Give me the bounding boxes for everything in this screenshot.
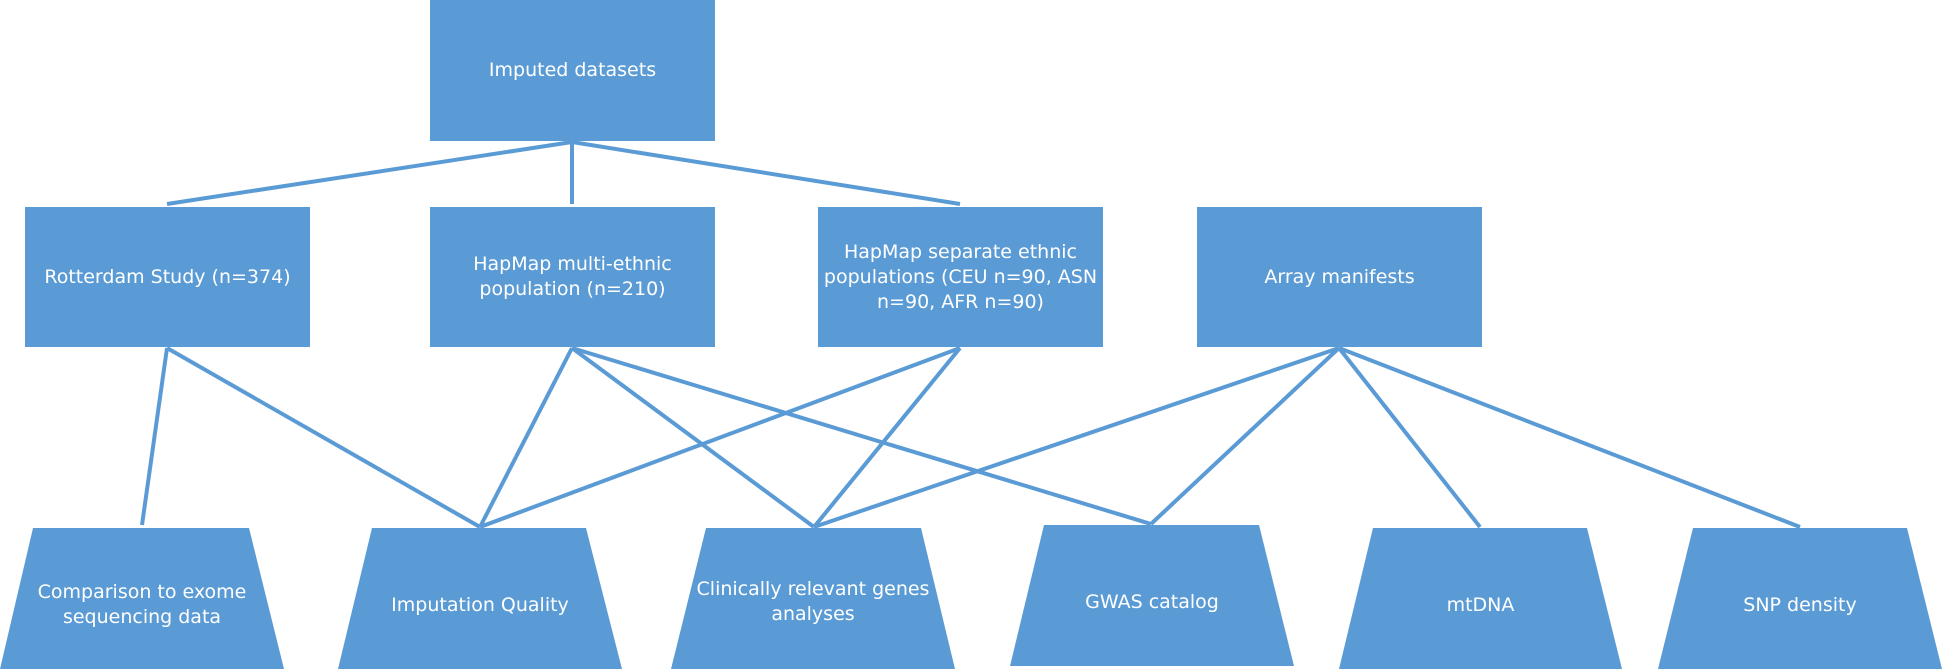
snp-density-shape <box>1658 528 1942 669</box>
edge-rotterdam-to-exome <box>140 347 169 526</box>
edge-hapmap-separate-to-imputation-quality <box>479 346 961 529</box>
imputed-datasets-label: Imputed datasets <box>488 59 657 81</box>
edge-rotterdam-to-imputation-quality <box>166 346 481 529</box>
edge-hapmap-multi-to-gwas-catalog <box>571 346 1152 526</box>
imputation-quality-label: Imputation Quality <box>391 593 569 616</box>
edge-imputed-to-hapmap-separate <box>571 140 961 206</box>
edge-array-manifests-to-clinical-genes <box>813 346 1340 529</box>
array-manifests-label: Array manifests <box>1264 265 1415 288</box>
exome-comparison-label: Comparison to exome sequencing data <box>37 581 247 628</box>
hapmap-separate-ethnic-box <box>818 207 1103 347</box>
connector-lines <box>140 140 1801 529</box>
imputation-quality-shape <box>338 528 622 669</box>
edge-hapmap-separate-to-clinical-genes <box>812 346 962 529</box>
edge-array-manifests-to-snp-density <box>1338 346 1801 529</box>
rotterdam-study-box <box>25 207 310 347</box>
array-manifests-box <box>1197 207 1482 347</box>
hapmap-multi-ethnic-box <box>430 207 715 347</box>
hapmap-multi-ethnic-label: HapMap multi-ethnic population (n=210) <box>473 253 672 300</box>
edge-hapmap-multi-to-imputation-quality <box>478 347 574 528</box>
rotterdam-study-label: Rotterdam Study (n=374) <box>44 265 291 288</box>
edge-hapmap-multi-to-clinical-genes <box>570 346 816 529</box>
imputed-datasets-box <box>430 0 715 141</box>
mtdna-label: mtDNA <box>1446 593 1515 616</box>
gwas-catalog-shape <box>1010 525 1294 666</box>
hapmap-separate-ethnic-label: HapMap separate ethnic populations (CEU … <box>823 240 1098 313</box>
mtdna-shape <box>1339 528 1622 669</box>
clinical-genes-shape <box>671 528 955 669</box>
edge-array-manifests-to-mtdna <box>1337 346 1482 529</box>
edge-array-manifests-to-gwas-catalog <box>1149 346 1341 526</box>
snp-density-label: SNP density <box>1743 593 1857 616</box>
gwas-catalog-label: GWAS catalog <box>1085 590 1219 613</box>
clinical-genes-label: Clinically relevant genes analyses <box>696 578 930 625</box>
exome-comparison-shape <box>0 528 284 669</box>
edge-imputed-to-rotterdam <box>166 140 573 206</box>
